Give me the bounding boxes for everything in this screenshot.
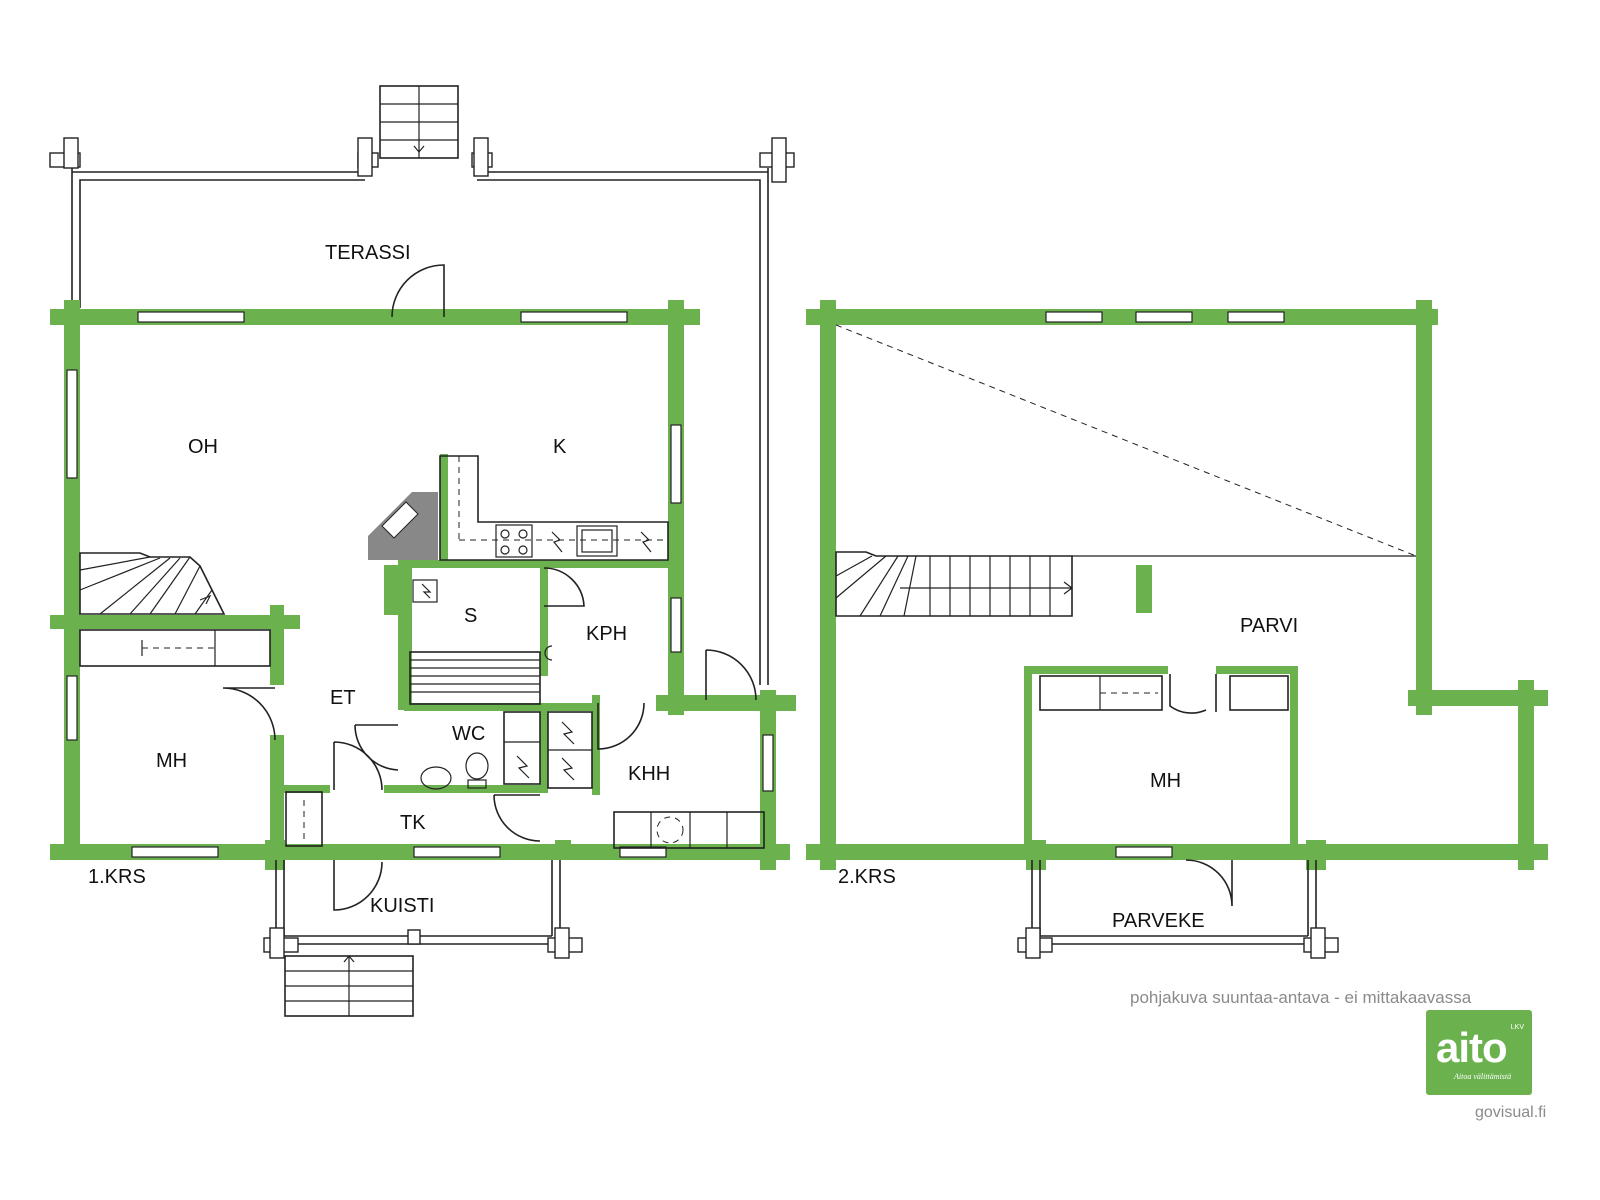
- closet-tk: [285, 791, 323, 847]
- floor-label-2: 2.KRS: [838, 866, 896, 888]
- terrace-outline: [49, 137, 795, 685]
- sauna-bench: [409, 579, 553, 705]
- room-label-oh: OH: [188, 436, 218, 458]
- floor-2-doors: [1169, 674, 1233, 907]
- floor-2-stair: [835, 551, 1073, 617]
- aito-logo: aito LKV Aitoa välittämistä: [1426, 1010, 1532, 1095]
- room-label-mh2: MH: [1150, 770, 1181, 792]
- room-label-mh: MH: [156, 750, 187, 772]
- room-label-khh: KHH: [628, 763, 670, 785]
- room-label-tk: TK: [400, 812, 426, 834]
- credit-text: govisual.fi: [1475, 1104, 1547, 1121]
- floor-1-stair: [79, 552, 226, 615]
- logo-tagline: Aitoa välittämistä: [1454, 1072, 1512, 1081]
- floor-2-room-labels: PARVI MH PARVEKE 2.KRS: [838, 615, 1298, 932]
- room-label-parveke: PARVEKE: [1112, 910, 1205, 932]
- porch-stairs: [284, 955, 414, 1017]
- room-label-s: S: [464, 605, 477, 627]
- porch: [263, 860, 583, 959]
- kitchen-counter: [439, 455, 669, 561]
- room-label-k: K: [553, 436, 567, 458]
- open-to-below-outline: [835, 324, 1417, 557]
- logo-lkv: LKV: [1510, 1024, 1524, 1031]
- floor-label-1: 1.KRS: [88, 866, 146, 888]
- room-label-parvi: PARVI: [1240, 615, 1298, 637]
- floor-1-windows: [66, 311, 774, 858]
- floor-1-room-labels: TERASSI OH K S KPH ET WC MH KHH TK KUIST…: [88, 242, 670, 917]
- khh-appliances: [547, 711, 765, 849]
- disclaimer-text: pohjakuva suuntaa-antava - ei mittakaava…: [1130, 988, 1472, 1007]
- room-label-wc: WC: [452, 723, 485, 745]
- room-label-kuisti: KUISTI: [370, 895, 434, 917]
- terrace-stairs: [379, 85, 459, 159]
- room-label-kph: KPH: [586, 623, 627, 645]
- floor-1: TERASSI OH K S KPH ET WC MH KHH TK KUIST…: [49, 85, 796, 1017]
- balcony: [1017, 860, 1339, 959]
- logo-wordmark: aito: [1436, 1024, 1508, 1071]
- room-label-et: ET: [330, 687, 356, 709]
- floor-2-windows: [1045, 311, 1285, 858]
- fireplace: [368, 492, 438, 560]
- wc-fixtures: [420, 711, 541, 790]
- closet-mh1: [79, 629, 271, 667]
- floor-1-doors: [222, 264, 757, 911]
- floor-2: PARVI MH PARVEKE 2.KRS: [806, 300, 1548, 959]
- room-label-terassi: TERASSI: [325, 242, 411, 264]
- closet-mh2: [1039, 675, 1289, 711]
